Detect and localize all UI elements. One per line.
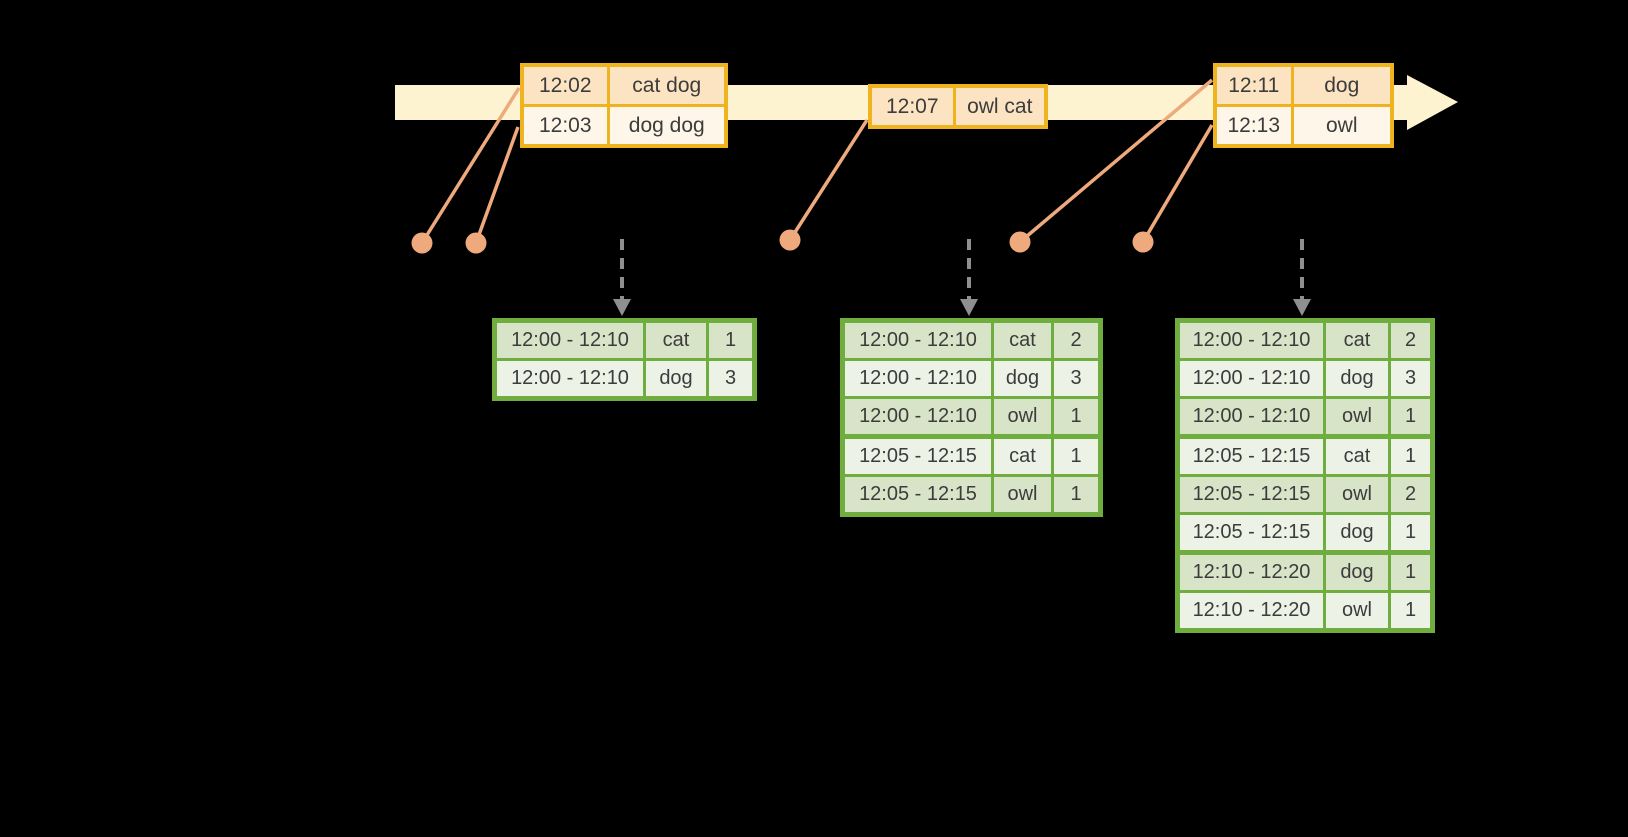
result-cell-window: 12:05 - 12:15 (1176, 512, 1326, 554)
result-cell-word: dog (1323, 550, 1391, 593)
result-cell-count: 1 (1388, 590, 1434, 632)
result-cell-word: owl (991, 396, 1054, 438)
result-cell-count: 3 (706, 358, 756, 400)
event-dot (465, 232, 487, 254)
result-cell-word: owl (1323, 474, 1391, 515)
event-connector-line (420, 87, 521, 244)
result-cell-window: 12:00 - 12:10 (841, 396, 994, 438)
result-cell-count: 1 (1051, 434, 1102, 477)
result-cell-word: cat (991, 319, 1054, 361)
event-words: dog dog (606, 104, 728, 148)
event-row: 12:13 owl (1213, 104, 1394, 148)
result-cell-count: 1 (1051, 396, 1102, 438)
event-words: dog (1290, 63, 1394, 107)
event-connector-line (788, 119, 869, 241)
result-cell-word: cat (1323, 319, 1391, 361)
result-cell-window: 12:00 - 12:10 (1176, 396, 1326, 438)
result-cell-count: 2 (1388, 319, 1434, 361)
result-cell-count: 1 (1388, 512, 1434, 554)
event-time: 12:13 (1213, 104, 1294, 148)
event-dot (779, 229, 801, 251)
event-dot (411, 232, 433, 254)
result-cell-window: 12:05 - 12:15 (1176, 434, 1326, 477)
event-table-1: 12:02 cat dog 12:03 dog dog (520, 63, 728, 148)
event-row: 12:07 owl cat (868, 84, 1048, 129)
timeline-arrowhead-icon (1407, 75, 1458, 130)
event-words: owl (1290, 104, 1394, 148)
result-cell-window: 12:05 - 12:15 (841, 474, 994, 516)
result-cell-window: 12:05 - 12:15 (1176, 474, 1326, 515)
result-cell-window: 12:00 - 12:10 (841, 358, 994, 399)
result-cell-count: 1 (1051, 474, 1102, 516)
event-time: 12:07 (868, 84, 956, 129)
arrow-down-icon (1293, 299, 1311, 316)
result-cell-word: dog (643, 358, 709, 400)
result-cell-word: cat (991, 434, 1054, 477)
arrow-down-icon (960, 299, 978, 316)
event-table-2: 12:07 owl cat (868, 84, 1048, 129)
result-cell-window: 12:00 - 12:10 (493, 319, 646, 361)
result-cell-count: 1 (1388, 396, 1434, 438)
event-connector-line (474, 126, 520, 244)
result-cell-count: 3 (1388, 358, 1434, 399)
event-words: owl cat (952, 84, 1048, 129)
event-dot (1009, 231, 1031, 253)
result-cell-count: 2 (1388, 474, 1434, 515)
result-cell-window: 12:00 - 12:10 (1176, 358, 1326, 399)
result-cell-word: dog (1323, 358, 1391, 399)
arrow-down-icon (613, 299, 631, 316)
result-cell-word: owl (1323, 590, 1391, 632)
event-time: 12:11 (1213, 63, 1294, 107)
result-cell-word: owl (1323, 396, 1391, 438)
event-time: 12:03 (520, 104, 610, 148)
result-cell-count: 1 (1388, 434, 1434, 477)
result-cell-count: 1 (1388, 550, 1434, 593)
result-cell-window: 12:10 - 12:20 (1176, 550, 1326, 593)
result-cell-window: 12:05 - 12:15 (841, 434, 994, 477)
event-table-3: 12:11 dog 12:13 owl (1213, 63, 1394, 148)
trigger-arrow (1293, 239, 1311, 316)
event-connector-line (1141, 124, 1214, 243)
event-dot (1132, 231, 1154, 253)
result-cell-word: cat (1323, 434, 1391, 477)
event-connector-line (1018, 78, 1214, 244)
event-row: 12:11 dog (1213, 63, 1394, 107)
event-words: cat dog (606, 63, 728, 107)
result-cell-count: 2 (1051, 319, 1102, 361)
result-cell-window: 12:00 - 12:10 (493, 358, 646, 400)
result-cell-word: dog (991, 358, 1054, 399)
result-cell-word: owl (991, 474, 1054, 516)
event-row: 12:02 cat dog (520, 63, 728, 107)
result-cell-word: dog (1323, 512, 1391, 554)
event-row: 12:03 dog dog (520, 104, 728, 148)
result-cell-window: 12:00 - 12:10 (841, 319, 994, 361)
result-cell-count: 3 (1051, 358, 1102, 399)
event-time: 12:02 (520, 63, 610, 107)
trigger-arrow (960, 239, 978, 316)
result-cell-window: 12:00 - 12:10 (1176, 319, 1326, 361)
result-cell-count: 1 (706, 319, 756, 361)
result-cell-window: 12:10 - 12:20 (1176, 590, 1326, 632)
result-cell-word: cat (643, 319, 709, 361)
trigger-arrow (613, 239, 631, 316)
